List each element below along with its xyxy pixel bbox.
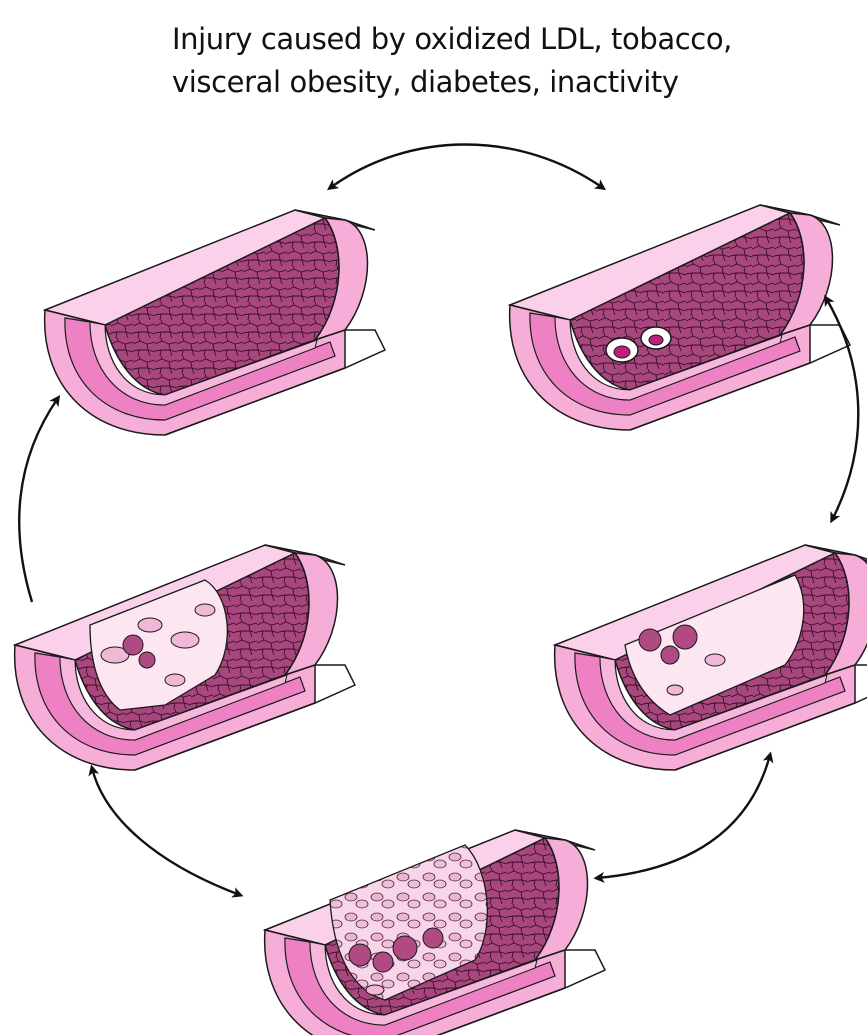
artery-stage-1 [45, 210, 385, 435]
arrow-right-lower [597, 755, 770, 878]
artery-stage-3 [15, 545, 355, 770]
artery-stage-4 [555, 545, 867, 770]
arrow-top [330, 145, 603, 189]
arrow-right-upper [826, 298, 858, 520]
artery-stage-2 [510, 205, 850, 430]
arrow-left-upper [19, 398, 58, 602]
artery-stage-5 [265, 830, 605, 1035]
arrow-left-lower [92, 768, 240, 895]
